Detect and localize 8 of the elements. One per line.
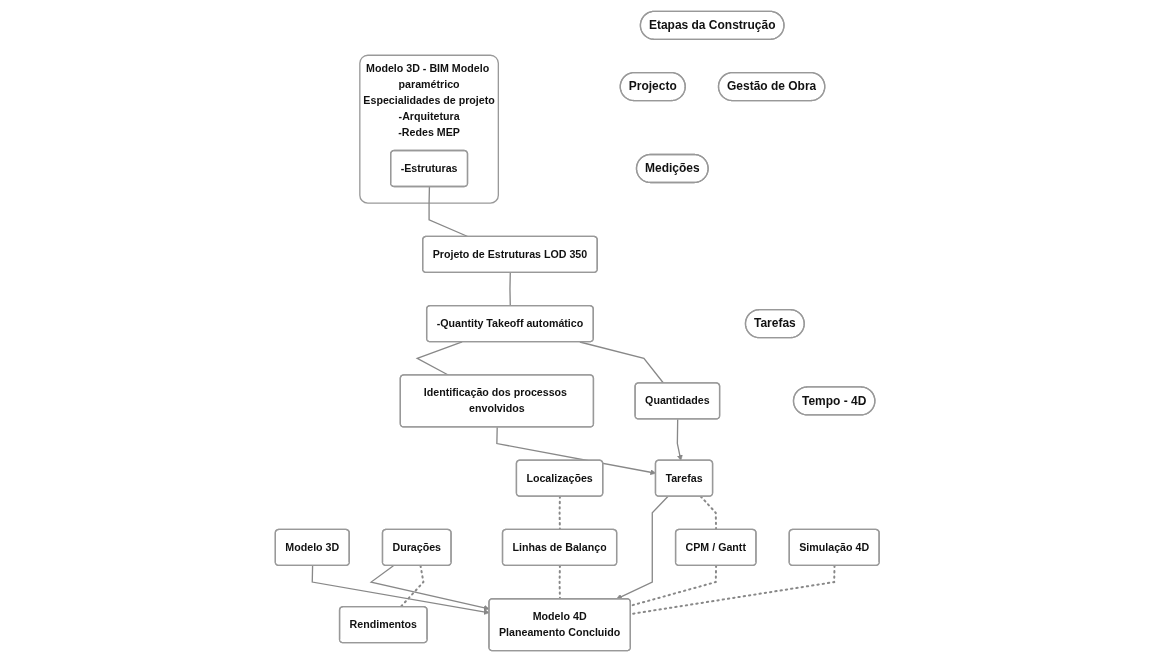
connector — [578, 341, 665, 384]
connector — [509, 272, 511, 307]
arrow — [615, 495, 669, 600]
connector — [428, 186, 469, 238]
arrow — [676, 418, 683, 461]
connector — [558, 495, 561, 531]
arrow — [495, 426, 656, 476]
connector — [699, 495, 717, 531]
